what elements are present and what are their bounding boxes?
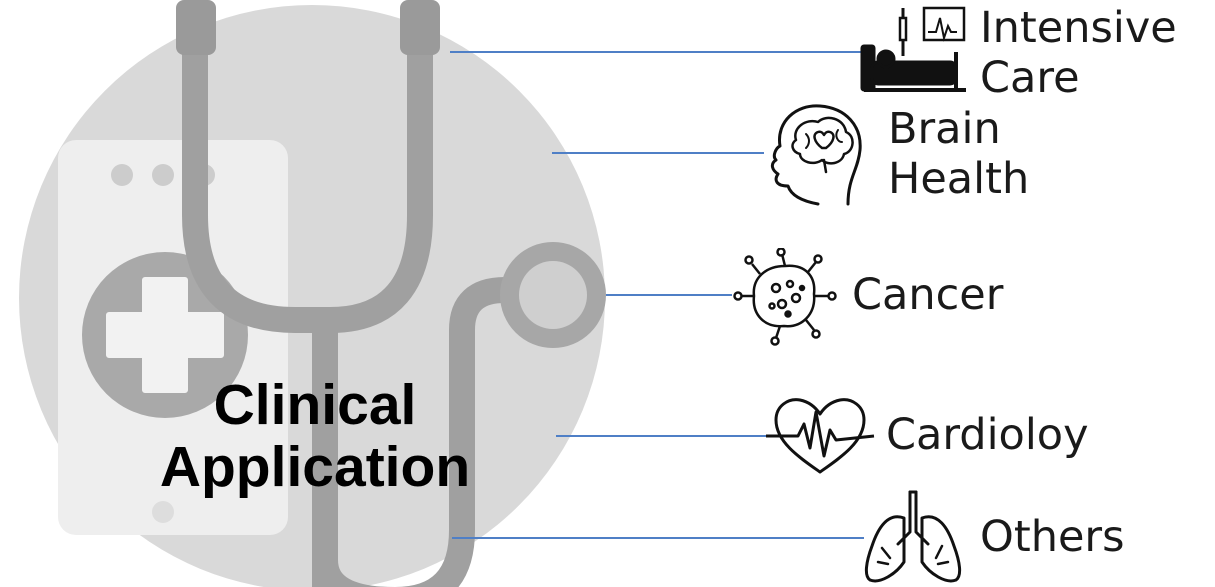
brain-head-icon (770, 104, 862, 206)
title-line-1: Clinical (213, 373, 417, 437)
medical-cross-icon (106, 277, 224, 393)
diagram-title: Clinical Application (100, 374, 530, 498)
label-cardiology: Cardioloy (886, 410, 1089, 460)
label-brain-health-line-1: Brain (888, 104, 1001, 154)
label-cancer-text: Cancer (852, 270, 1004, 320)
cancer-cell-icon (733, 248, 837, 346)
label-cancer: Cancer (852, 270, 1003, 320)
heart-pulse-icon (766, 398, 875, 474)
stethoscope-shape (182, 27, 533, 587)
label-others-text: Others (980, 512, 1125, 562)
label-intensive-care-line-1: Intensive (980, 3, 1177, 53)
title-line-2: Application (159, 435, 471, 499)
icu-bed-icon (860, 6, 966, 92)
label-intensive-care-line-2: Care (980, 53, 1080, 103)
connector-lines (450, 51, 866, 539)
label-others: Others (980, 512, 1125, 562)
label-brain-health-line-2: Health (888, 154, 1030, 204)
label-brain-health: Brain Health (888, 104, 1029, 204)
label-intensive-care: Intensive Care (980, 3, 1177, 103)
lungs-icon (864, 490, 962, 583)
label-cardiology-text: Cardioloy (886, 410, 1089, 460)
